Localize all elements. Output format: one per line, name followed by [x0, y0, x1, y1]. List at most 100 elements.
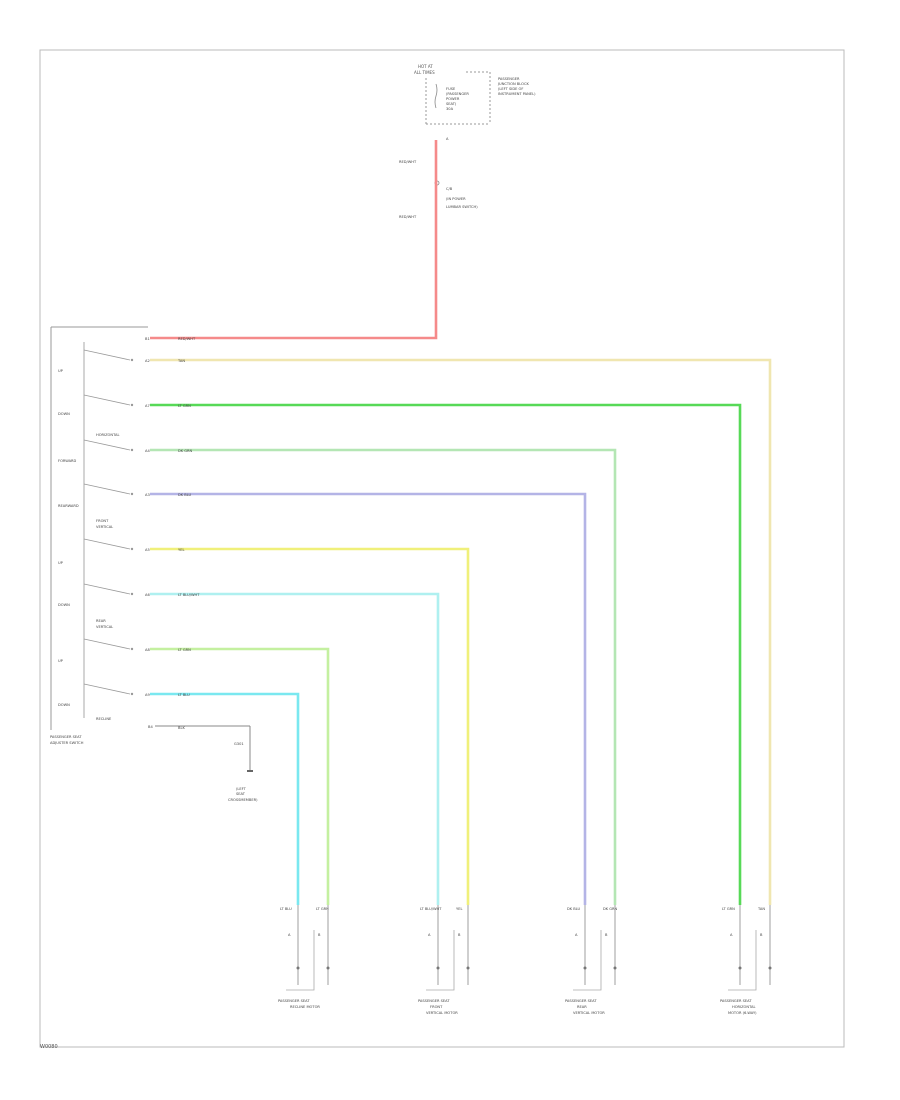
ground: B4 BLK G301 (LEFT SEAT CROSSMEMBER) [148, 725, 258, 802]
ground-name-4: CROSSMEMBER) [228, 798, 258, 802]
fuse-text-3: POWER [446, 97, 460, 101]
wire-pin-4: A3 [145, 493, 150, 497]
switch-contact-2 [83, 439, 131, 451]
motor-name-1-3: PASSENGER SEAT [720, 999, 752, 1003]
motor-left-wire-2: DK BLU [567, 907, 581, 911]
motor-leads-3 [739, 905, 771, 985]
switch-contact-1 [83, 394, 131, 406]
ground-name-3: SEAT [236, 792, 246, 796]
motor-right-pin-3: B [760, 933, 763, 937]
sub-recline: RECLINE [96, 717, 112, 721]
wire-8 [150, 692, 300, 905]
wire-pin-0: B1 [145, 337, 150, 341]
motor-left-pin-0: A [288, 933, 291, 937]
motor-name-2-1: FRONT [430, 1005, 443, 1009]
wire-label-4: DK BLU [178, 493, 192, 497]
breaker-wire-below: RED/WHT [399, 215, 417, 219]
motor-housing-3 [728, 930, 757, 991]
motor-right-wire-2: DK GRN [603, 907, 618, 911]
motor-left-wire-0: LT BLU [280, 907, 292, 911]
motor-name-2-0: RECLINE MOTOR [290, 1005, 320, 1009]
motor-housing-0 [286, 930, 315, 991]
fuse-text-1: FUSE [446, 87, 456, 91]
side-label-3: REARWARD [58, 504, 79, 508]
wire-pin-3: A4 [145, 449, 150, 453]
diagram-frame [39, 49, 845, 1048]
motor-left-wire-3: LT GRN [722, 907, 735, 911]
fuse-icon [434, 83, 438, 109]
wire-3 [150, 448, 617, 905]
switch-contacts [83, 349, 134, 696]
breaker-name-3: LUMBAR SWITCH) [446, 205, 478, 209]
motor-right-pin-0: B [318, 933, 321, 937]
switch-node-1 [130, 403, 134, 407]
motor-leads-0 [297, 905, 329, 985]
breaker-wire-above: RED/WHT [399, 160, 417, 164]
switch-contact-4 [83, 538, 131, 550]
wire-6 [150, 592, 440, 905]
side-label-7: DOWN [58, 703, 70, 707]
side-label-2: FORWARD [58, 459, 77, 463]
wire-label-3: DK GRN [178, 449, 193, 453]
wire-pin-6: A6 [145, 593, 150, 597]
sub-front-2: VERTICAL [96, 525, 113, 529]
motor-left-pin-1: A [428, 933, 431, 937]
motor-right-wire-0: LT GRN [316, 907, 329, 911]
switch-node-3 [130, 492, 134, 496]
motor-name-1-1: PASSENGER SEAT [418, 999, 450, 1003]
hot-label-1: HOT AT [418, 64, 433, 69]
motor-leads-2 [584, 905, 616, 985]
wire-0 [150, 140, 438, 340]
fuse-text-2: (PASSENGER [446, 92, 469, 96]
wire-5 [150, 547, 470, 905]
switch-contact-6 [83, 638, 131, 650]
fuse-location-1: PASSENGER [498, 77, 520, 81]
motor-terminal-right-1 [466, 966, 470, 970]
wire-label-8: LT BLU [178, 693, 190, 697]
switch-label-1: PASSENGER SEAT [50, 735, 82, 739]
sub-horizontal: HORIZONTAL [96, 433, 119, 437]
motor-name-3-3: MOTOR (6-WAY) [728, 1011, 757, 1015]
hot-label-2: ALL TIMES [414, 70, 435, 75]
switch-contact-5 [83, 583, 131, 595]
adjuster-switch-block: HORIZONTAL FRONT VERTICAL REAR VERTICAL … [50, 326, 148, 745]
circuit-breaker: RED/WHT C/B (IN POWER LUMBAR SWITCH) RED… [399, 160, 478, 219]
motor-name-3-1: VERTICAL MOTOR [426, 1011, 458, 1015]
sub-rear-2: VERTICAL [96, 625, 113, 629]
diagram-code: W0080 [40, 1044, 58, 1050]
fuse-text-5: 30A [446, 107, 454, 111]
side-label-1: DOWN [58, 412, 70, 416]
wire-1 [150, 358, 772, 905]
wire-2 [150, 403, 742, 905]
wire-label-7: LT GRN [178, 648, 191, 652]
motor-terminal-right-3 [768, 966, 772, 970]
ground-icon [247, 770, 253, 772]
switch-node-4 [130, 547, 134, 551]
ground-wire-label: BLK [178, 726, 185, 730]
ground-pin: B4 [148, 725, 153, 729]
wire-pin-7: A8 [145, 648, 150, 652]
side-label-6: UP [58, 659, 64, 663]
motor-right-pin-2: B [605, 933, 608, 937]
wire-pin-5: A5 [145, 548, 150, 552]
motor-terminal-left-2 [583, 966, 587, 970]
wire-pin-8: A9 [145, 693, 150, 697]
switch-label-2: ADJUSTER SWITCH [50, 741, 84, 745]
switch-node-6 [130, 647, 134, 651]
wire-label-6: LT BLU/WHT [178, 593, 200, 597]
switch-node-5 [130, 592, 134, 596]
sub-rear: REAR [96, 619, 106, 623]
ground-name-1: G301 [234, 742, 244, 746]
switch-contact-3 [83, 483, 131, 495]
motor-terminal-left-1 [436, 966, 440, 970]
motor-name-1-2: PASSENGER SEAT [565, 999, 597, 1003]
ground-name-2: (LEFT [236, 787, 247, 791]
motor-terminal-right-0 [326, 966, 330, 970]
motor-right-wire-3: TAN [757, 907, 765, 911]
